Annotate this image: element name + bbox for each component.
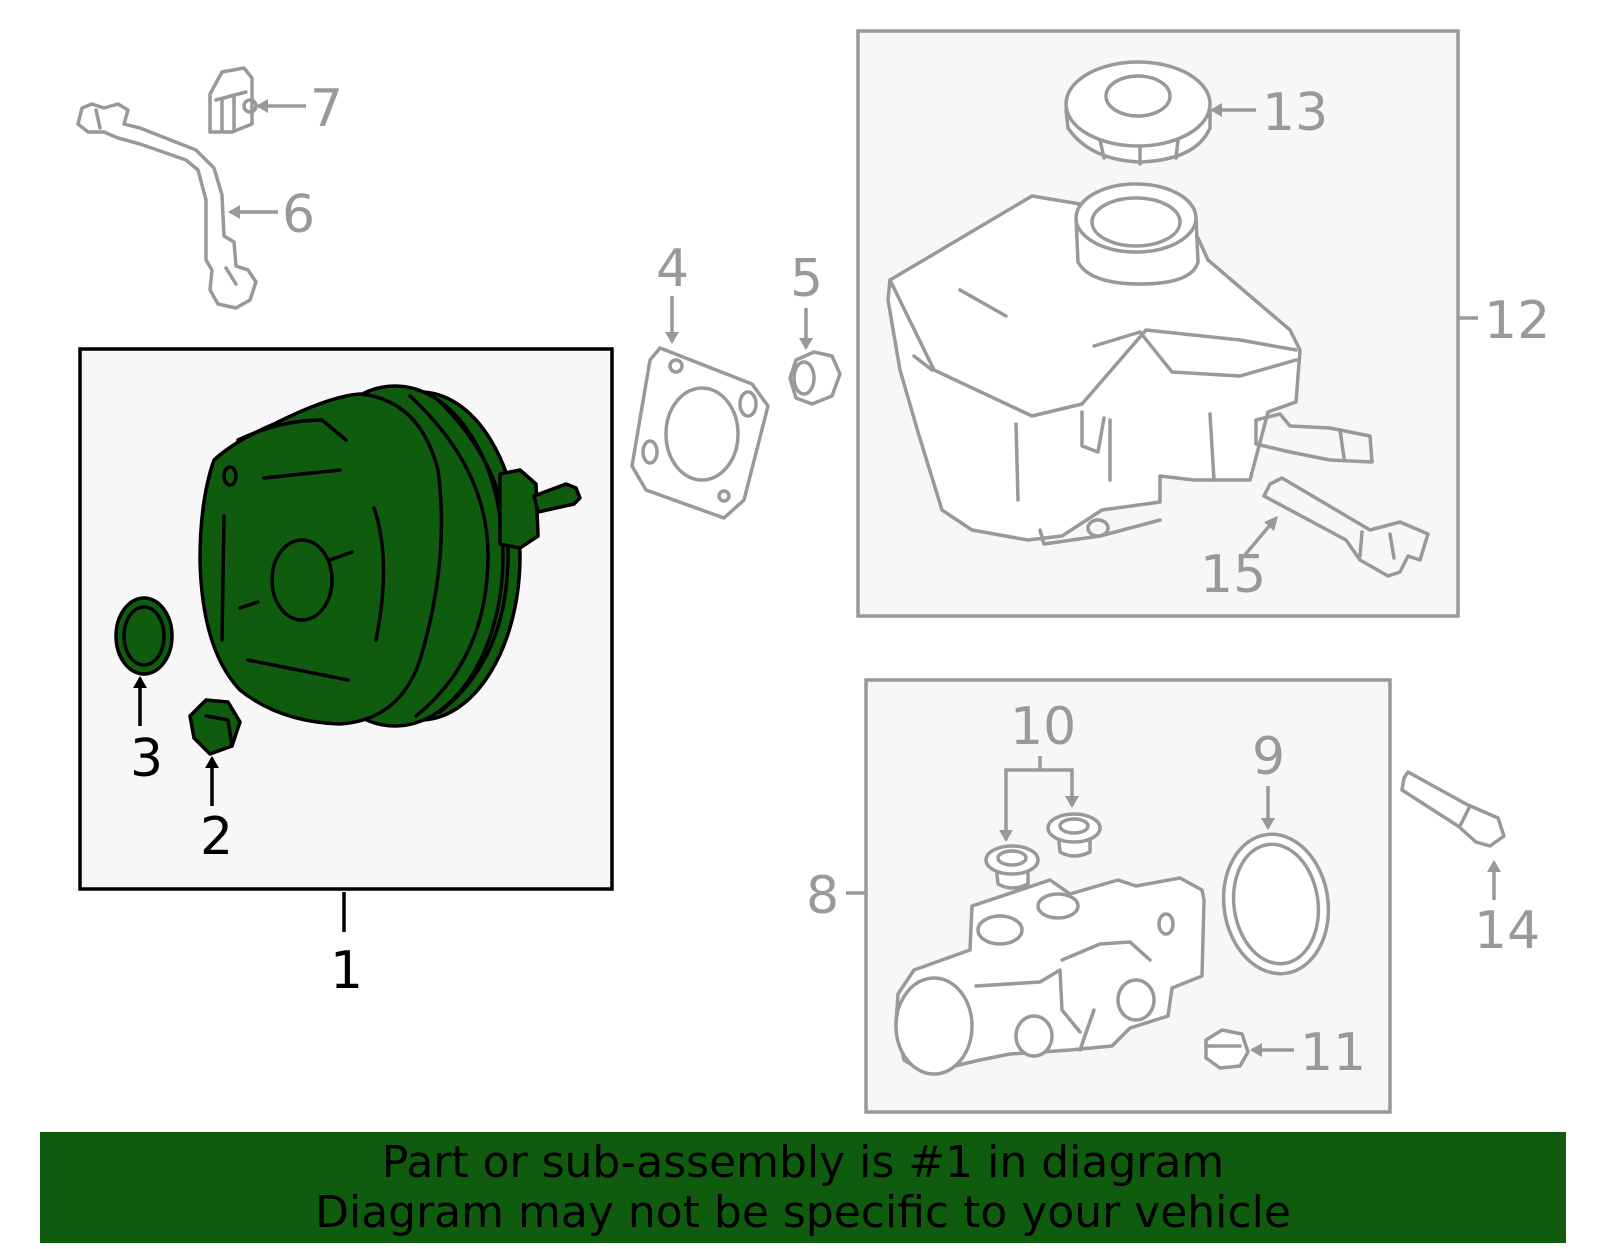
- info-banner: Part or sub-assembly is #1 in diagram Di…: [40, 1132, 1566, 1243]
- reservoir-part-12[interactable]: [886, 182, 1374, 546]
- callout-9[interactable]: 9: [1252, 727, 1285, 787]
- gasket-part-4[interactable]: [630, 346, 770, 520]
- callout-15[interactable]: 15: [1200, 545, 1266, 605]
- callout-1[interactable]: 1: [330, 941, 363, 1001]
- banner-line-1: Part or sub-assembly is #1 in diagram: [381, 1136, 1225, 1188]
- nut-part-11[interactable]: [1204, 1028, 1250, 1070]
- nut-part-2[interactable]: [188, 698, 242, 756]
- callout-12[interactable]: 12: [1484, 291, 1550, 351]
- callout-7[interactable]: 7: [310, 79, 343, 139]
- grommet-part-10-b[interactable]: [1046, 812, 1102, 858]
- level-sensor-part-15[interactable]: [1262, 476, 1430, 578]
- nut-part-5[interactable]: [788, 350, 842, 406]
- clip-part-7[interactable]: [208, 66, 258, 134]
- grommet-part-10-a[interactable]: [984, 844, 1040, 890]
- master-cylinder-part-8[interactable]: [894, 876, 1206, 1076]
- vacuum-hose-part-6[interactable]: [76, 102, 258, 310]
- callout-3[interactable]: 3: [130, 729, 163, 789]
- o-ring-part-9[interactable]: [1215, 827, 1337, 980]
- callout-6[interactable]: 6: [282, 185, 315, 245]
- callout-2[interactable]: 2: [200, 807, 233, 867]
- callout-5[interactable]: 5: [790, 249, 823, 309]
- callout-10[interactable]: 10: [1010, 697, 1076, 757]
- reservoir-cap-part-13[interactable]: [1064, 60, 1212, 166]
- callout-4[interactable]: 4: [656, 239, 689, 299]
- callout-13[interactable]: 13: [1262, 83, 1328, 143]
- brake-booster-part-1[interactable]: [198, 384, 582, 728]
- callout-11[interactable]: 11: [1300, 1023, 1366, 1083]
- banner-line-2: Diagram may not be specific to your vehi…: [315, 1186, 1291, 1238]
- seal-part-3[interactable]: [114, 596, 174, 676]
- bolt-part-14[interactable]: [1400, 770, 1506, 848]
- callout-8[interactable]: 8: [806, 866, 839, 926]
- callout-14[interactable]: 14: [1474, 901, 1540, 961]
